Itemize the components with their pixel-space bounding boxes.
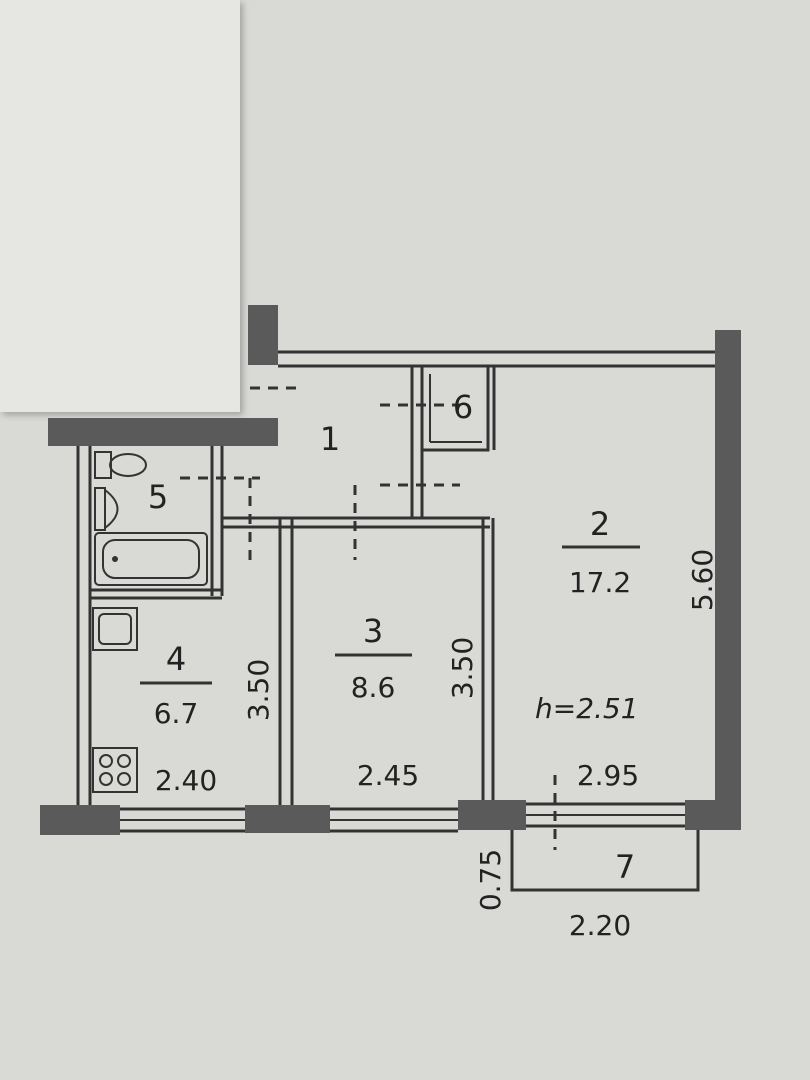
overlapping-paper-sheet (0, 0, 240, 412)
area-fraction-lines (140, 545, 640, 685)
room-3-length-dimension: 3.50 (446, 637, 479, 699)
room-2-width-dimension: 2.95 (577, 759, 639, 792)
bottom-left-wall-segment (40, 805, 120, 835)
stove-fixture (92, 747, 138, 793)
balcony-width-dimension: 2.20 (569, 909, 631, 942)
toilet-fixture (94, 451, 147, 479)
room-2-length-dimension: 5.60 (686, 549, 719, 611)
partitions (76, 350, 715, 892)
room-5-number: 5 (148, 478, 168, 516)
bathtub-fixture (94, 532, 208, 586)
walls (40, 305, 741, 835)
room-7-number: 7 (615, 848, 635, 886)
room-3-width-dimension: 2.45 (357, 759, 419, 792)
room-3-number: 3 (363, 612, 383, 650)
room-4-width-dimension: 2.40 (155, 764, 217, 797)
room-3-area: 8.6 (351, 671, 396, 704)
entry-wall-stub (248, 305, 278, 365)
bottom-right-wall-segment (685, 800, 741, 830)
room-2-area: 17.2 (569, 566, 631, 599)
washbasin-fixture (94, 487, 119, 531)
ceiling-height: h=2.51 (535, 692, 639, 725)
kitchen-sink-fixture (92, 607, 138, 651)
top-left-wall (48, 418, 278, 446)
door-markers (180, 386, 557, 850)
room-4-length-dimension: 3.50 (242, 659, 275, 721)
balcony-depth-dimension: 0.75 (474, 849, 507, 911)
room-4-area: 6.7 (154, 697, 199, 730)
room-4-number: 4 (166, 640, 186, 678)
bottom-balcony-wall-segment (458, 800, 526, 830)
bottom-mid-wall-segment (245, 805, 330, 833)
right-wall (715, 330, 741, 830)
room-2-number: 2 (590, 505, 610, 543)
room-6-number: 6 (453, 388, 473, 426)
room-1-number: 1 (320, 420, 340, 458)
